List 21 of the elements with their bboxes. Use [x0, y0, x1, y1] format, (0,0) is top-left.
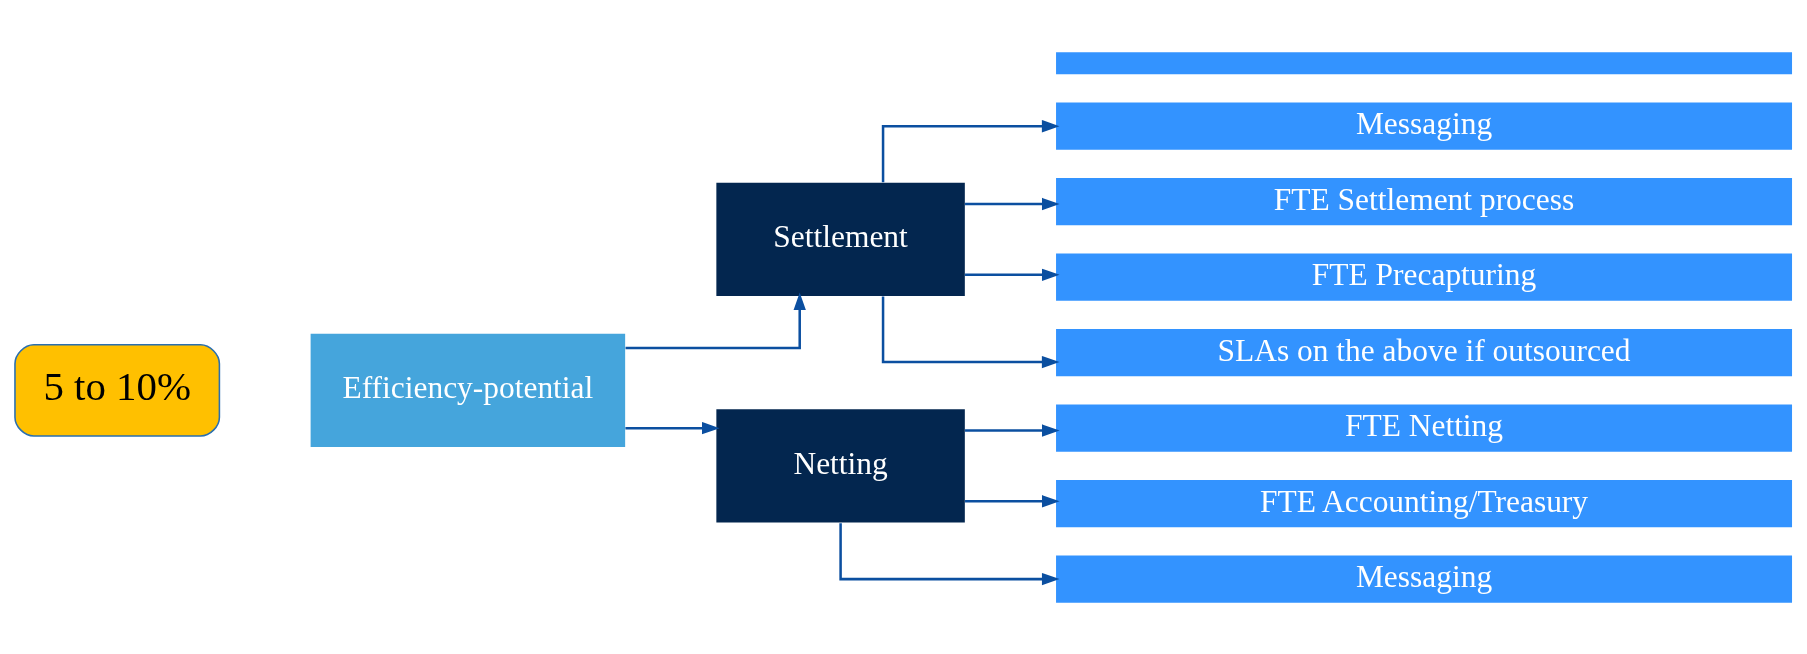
node-box: Efficiency-potential: [310, 333, 626, 447]
arrow: [881, 295, 1060, 368]
arrow: [881, 119, 1060, 182]
node-box: FTE Settlement process: [1056, 177, 1793, 225]
arrow: [965, 197, 1060, 210]
node-box: SLAs on the above if outsourced: [1056, 328, 1793, 376]
node-box: Messaging: [1056, 555, 1793, 603]
node-box: FTE Accounting/Treasury: [1056, 479, 1793, 527]
node-box: FTE Netting: [1056, 404, 1793, 452]
arrow: [625, 421, 720, 434]
node-box: Netting: [716, 408, 965, 522]
arrow: [965, 423, 1060, 437]
node-box: 5 to 10%: [14, 343, 221, 437]
node-box: Settlement: [716, 182, 965, 296]
node-bar: [1056, 51, 1793, 74]
arrow: [965, 494, 1060, 507]
arrow: [625, 291, 806, 349]
node-box: Messaging: [1056, 102, 1793, 150]
node-box: FTE Precapturing: [1056, 253, 1793, 301]
arrow: [965, 268, 1060, 281]
arrow: [839, 522, 1060, 585]
